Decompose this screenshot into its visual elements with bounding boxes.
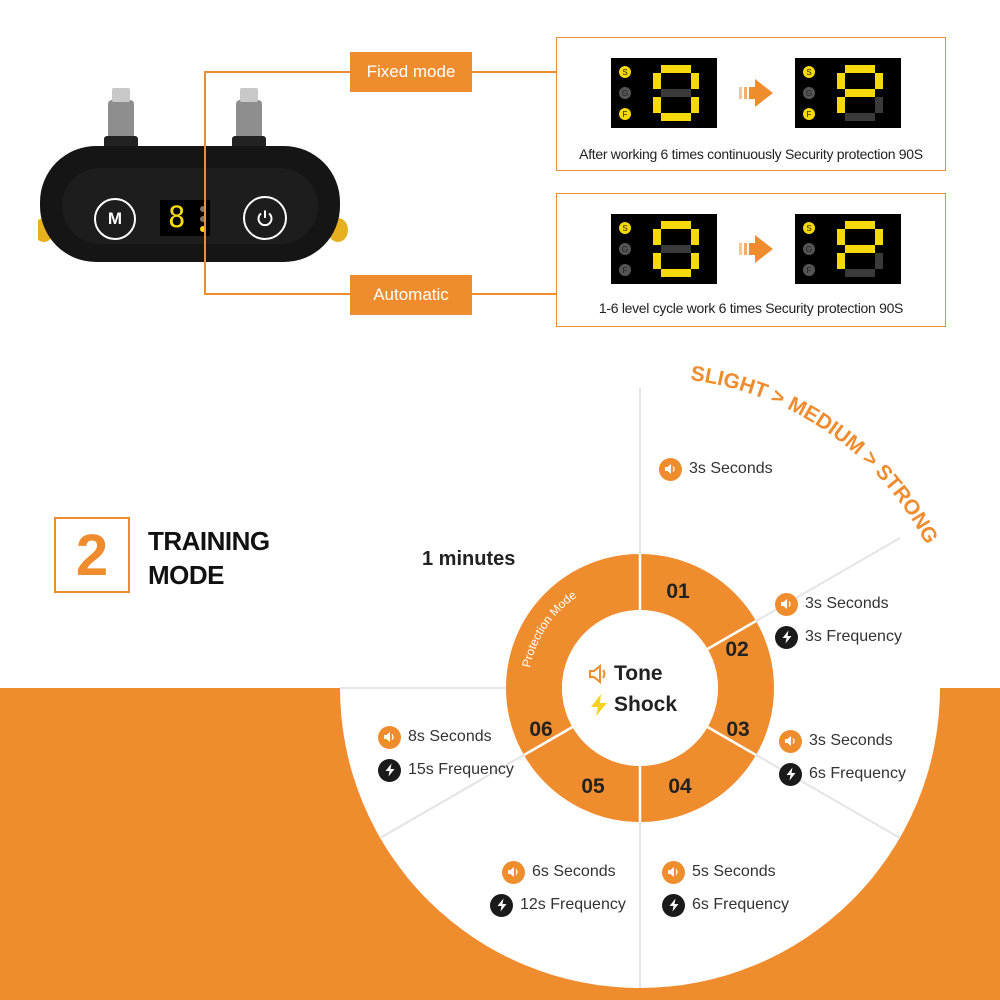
- segment-number-06: 06: [529, 718, 553, 741]
- indicator-dot: [200, 206, 206, 212]
- speaker-icon: [589, 664, 606, 684]
- section-title-line1: TRAINING: [148, 526, 270, 556]
- segment-06-shock: 15s Frequency: [378, 757, 514, 783]
- display-panel-before: S G F: [611, 214, 717, 284]
- seven-segment-display: S G F: [619, 65, 699, 121]
- connector-line: [204, 71, 206, 295]
- arrow-right-icon: [739, 235, 773, 263]
- segment-number-03: 03: [726, 718, 750, 741]
- wheel-center-disk: [562, 610, 718, 766]
- connector-line: [472, 71, 556, 73]
- indicator-dot: [200, 226, 206, 232]
- center-tone-label: Tone: [614, 662, 663, 685]
- svg-text:G: G: [622, 89, 628, 98]
- segment-03-shock: 6s Frequency: [779, 761, 906, 787]
- power-icon: [257, 210, 273, 227]
- speaker-icon: [779, 729, 802, 753]
- center-shock-label: Shock: [614, 693, 678, 716]
- info-caption: 1-6 level cycle work 6 times Security pr…: [598, 300, 904, 316]
- connector-line: [472, 293, 556, 295]
- seven-segment-display: S G F: [803, 221, 883, 277]
- segment-03-tone: 3s Seconds: [779, 728, 893, 754]
- speaker-icon: [662, 860, 685, 884]
- seven-segment-display: S G F: [619, 221, 699, 277]
- lightning-icon: [490, 893, 513, 917]
- display-panel-before: S G F: [611, 58, 717, 128]
- segment-02-shock: 3s Frequency: [775, 624, 902, 650]
- info-caption: After working 6 times continuously Secur…: [579, 146, 923, 162]
- lightning-icon: [662, 893, 685, 917]
- segment-05-shock: 12s Frequency: [490, 892, 626, 918]
- section-number: 2: [54, 517, 130, 593]
- display-panel-after: S G F: [795, 214, 901, 284]
- display-panel-after: S G F: [795, 58, 901, 128]
- svg-text:G: G: [806, 89, 812, 98]
- speaker-icon: [502, 860, 525, 884]
- arrow-right-icon: [739, 79, 773, 107]
- svg-text:S: S: [806, 68, 811, 77]
- lightning-icon: [378, 758, 401, 782]
- segment-number-05: 05: [581, 775, 605, 798]
- automatic-mode-label: Automatic: [350, 275, 472, 315]
- svg-text:F: F: [623, 110, 628, 119]
- lightning-icon: [775, 625, 798, 649]
- segment-number-01: 01: [666, 580, 690, 603]
- svg-text:G: G: [622, 245, 628, 254]
- svg-text:S: S: [622, 68, 627, 77]
- svg-text:F: F: [807, 266, 812, 275]
- duration-label: 1 minutes: [422, 548, 516, 570]
- svg-text:F: F: [807, 110, 812, 119]
- connector-line: [204, 71, 350, 73]
- lightning-icon: [779, 762, 802, 786]
- speaker-icon: [775, 592, 798, 616]
- power-button: [243, 196, 287, 240]
- segment-01-tone: 3s Seconds: [659, 456, 773, 482]
- center-legend: Tone Shock: [588, 660, 708, 722]
- segment-02-tone: 3s Seconds: [775, 591, 889, 617]
- segment-number-02: 02: [725, 638, 749, 661]
- segment-04-tone: 5s Seconds: [662, 859, 776, 885]
- indicator-dot: [200, 216, 206, 222]
- connector-line: [204, 293, 350, 295]
- segment-06-tone: 8s Seconds: [378, 724, 492, 750]
- speaker-icon: [378, 725, 401, 749]
- svg-text:F: F: [623, 266, 628, 275]
- svg-text:G: G: [806, 245, 812, 254]
- svg-text:S: S: [622, 224, 627, 233]
- seven-segment-display: S G F: [803, 65, 883, 121]
- segment-04-shock: 6s Frequency: [662, 892, 789, 918]
- device-display-digit: 8: [168, 200, 186, 234]
- speaker-icon: [659, 457, 682, 481]
- segment-05-tone: 6s Seconds: [502, 859, 616, 885]
- fixed-mode-info: S G F S G F After working 6 times continuous…: [556, 37, 946, 171]
- fixed-mode-label: Fixed mode: [350, 52, 472, 92]
- svg-text:S: S: [806, 224, 811, 233]
- segment-number-04: 04: [668, 775, 692, 798]
- mode-button: M: [94, 198, 136, 240]
- lightning-icon: [591, 694, 607, 716]
- collar-device: [38, 88, 348, 262]
- automatic-mode-info: S G F S G F 1-6 level cycle work 6 times Sec…: [556, 193, 946, 327]
- section-title-line2: MODE: [148, 560, 225, 590]
